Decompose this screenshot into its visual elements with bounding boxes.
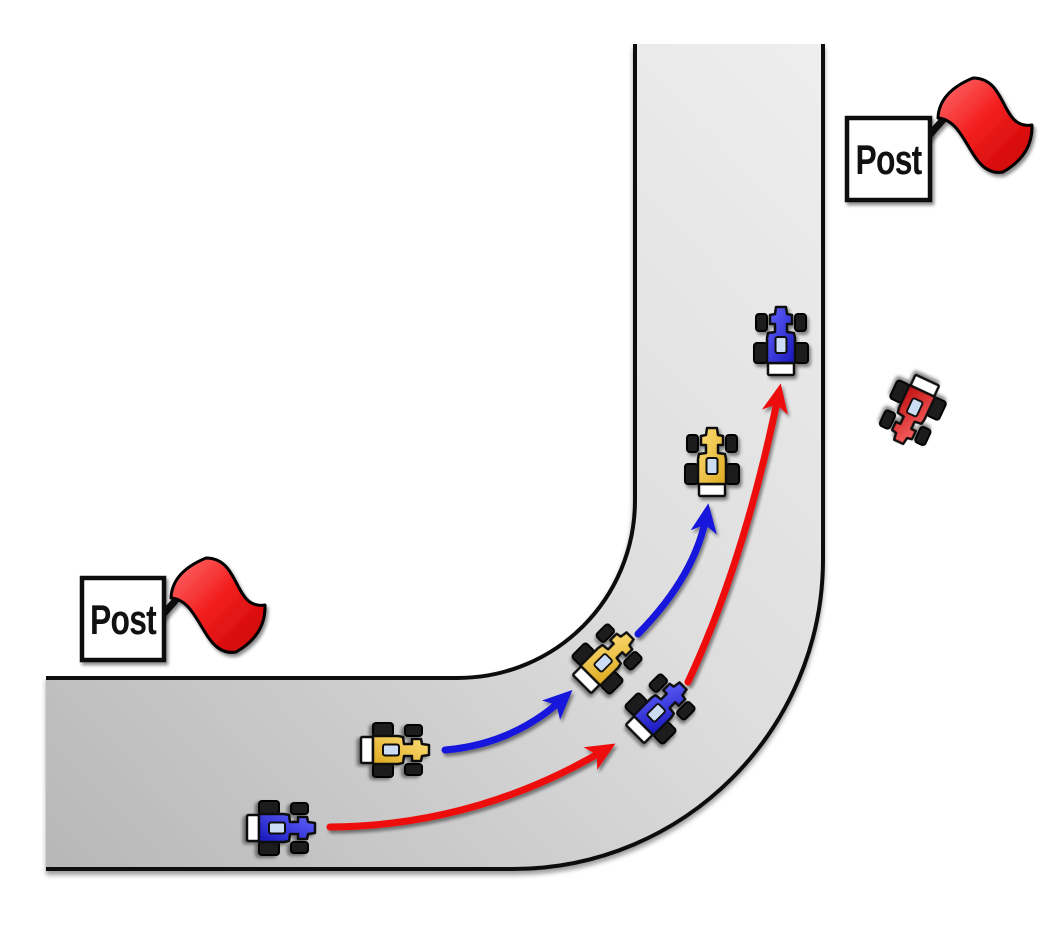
blue-path-1-arrow (441, 689, 573, 754)
post-marker-2: Post (844, 76, 1034, 203)
post-sign-label: Post (856, 136, 923, 183)
road-edge-outer (46, 44, 825, 871)
road-edge-inner (46, 44, 637, 680)
yellow-car-corner (571, 623, 643, 695)
post-sign-box (79, 575, 167, 663)
flag-cloth (936, 76, 1034, 174)
blue-car-exit (753, 305, 809, 377)
red-path-2-arrow (684, 383, 788, 686)
blue-car-corner (624, 673, 696, 745)
red-flag-icon (154, 556, 267, 654)
post-marker-1: Post (79, 556, 267, 663)
blue-car-start (245, 800, 317, 856)
race-cars (245, 305, 947, 856)
flag-cloth (169, 556, 267, 654)
red-path-1-arrow (326, 743, 616, 831)
post-sign-label: Post (90, 596, 157, 643)
post-sign-box (844, 115, 933, 203)
blue-path-2-arrow (634, 503, 717, 638)
yellow-car-start (359, 722, 431, 778)
red-car-offtrack (878, 373, 947, 447)
trajectory-arrows (326, 383, 788, 831)
yellow-car-exit (684, 426, 740, 498)
red-flag-icon (921, 76, 1034, 174)
